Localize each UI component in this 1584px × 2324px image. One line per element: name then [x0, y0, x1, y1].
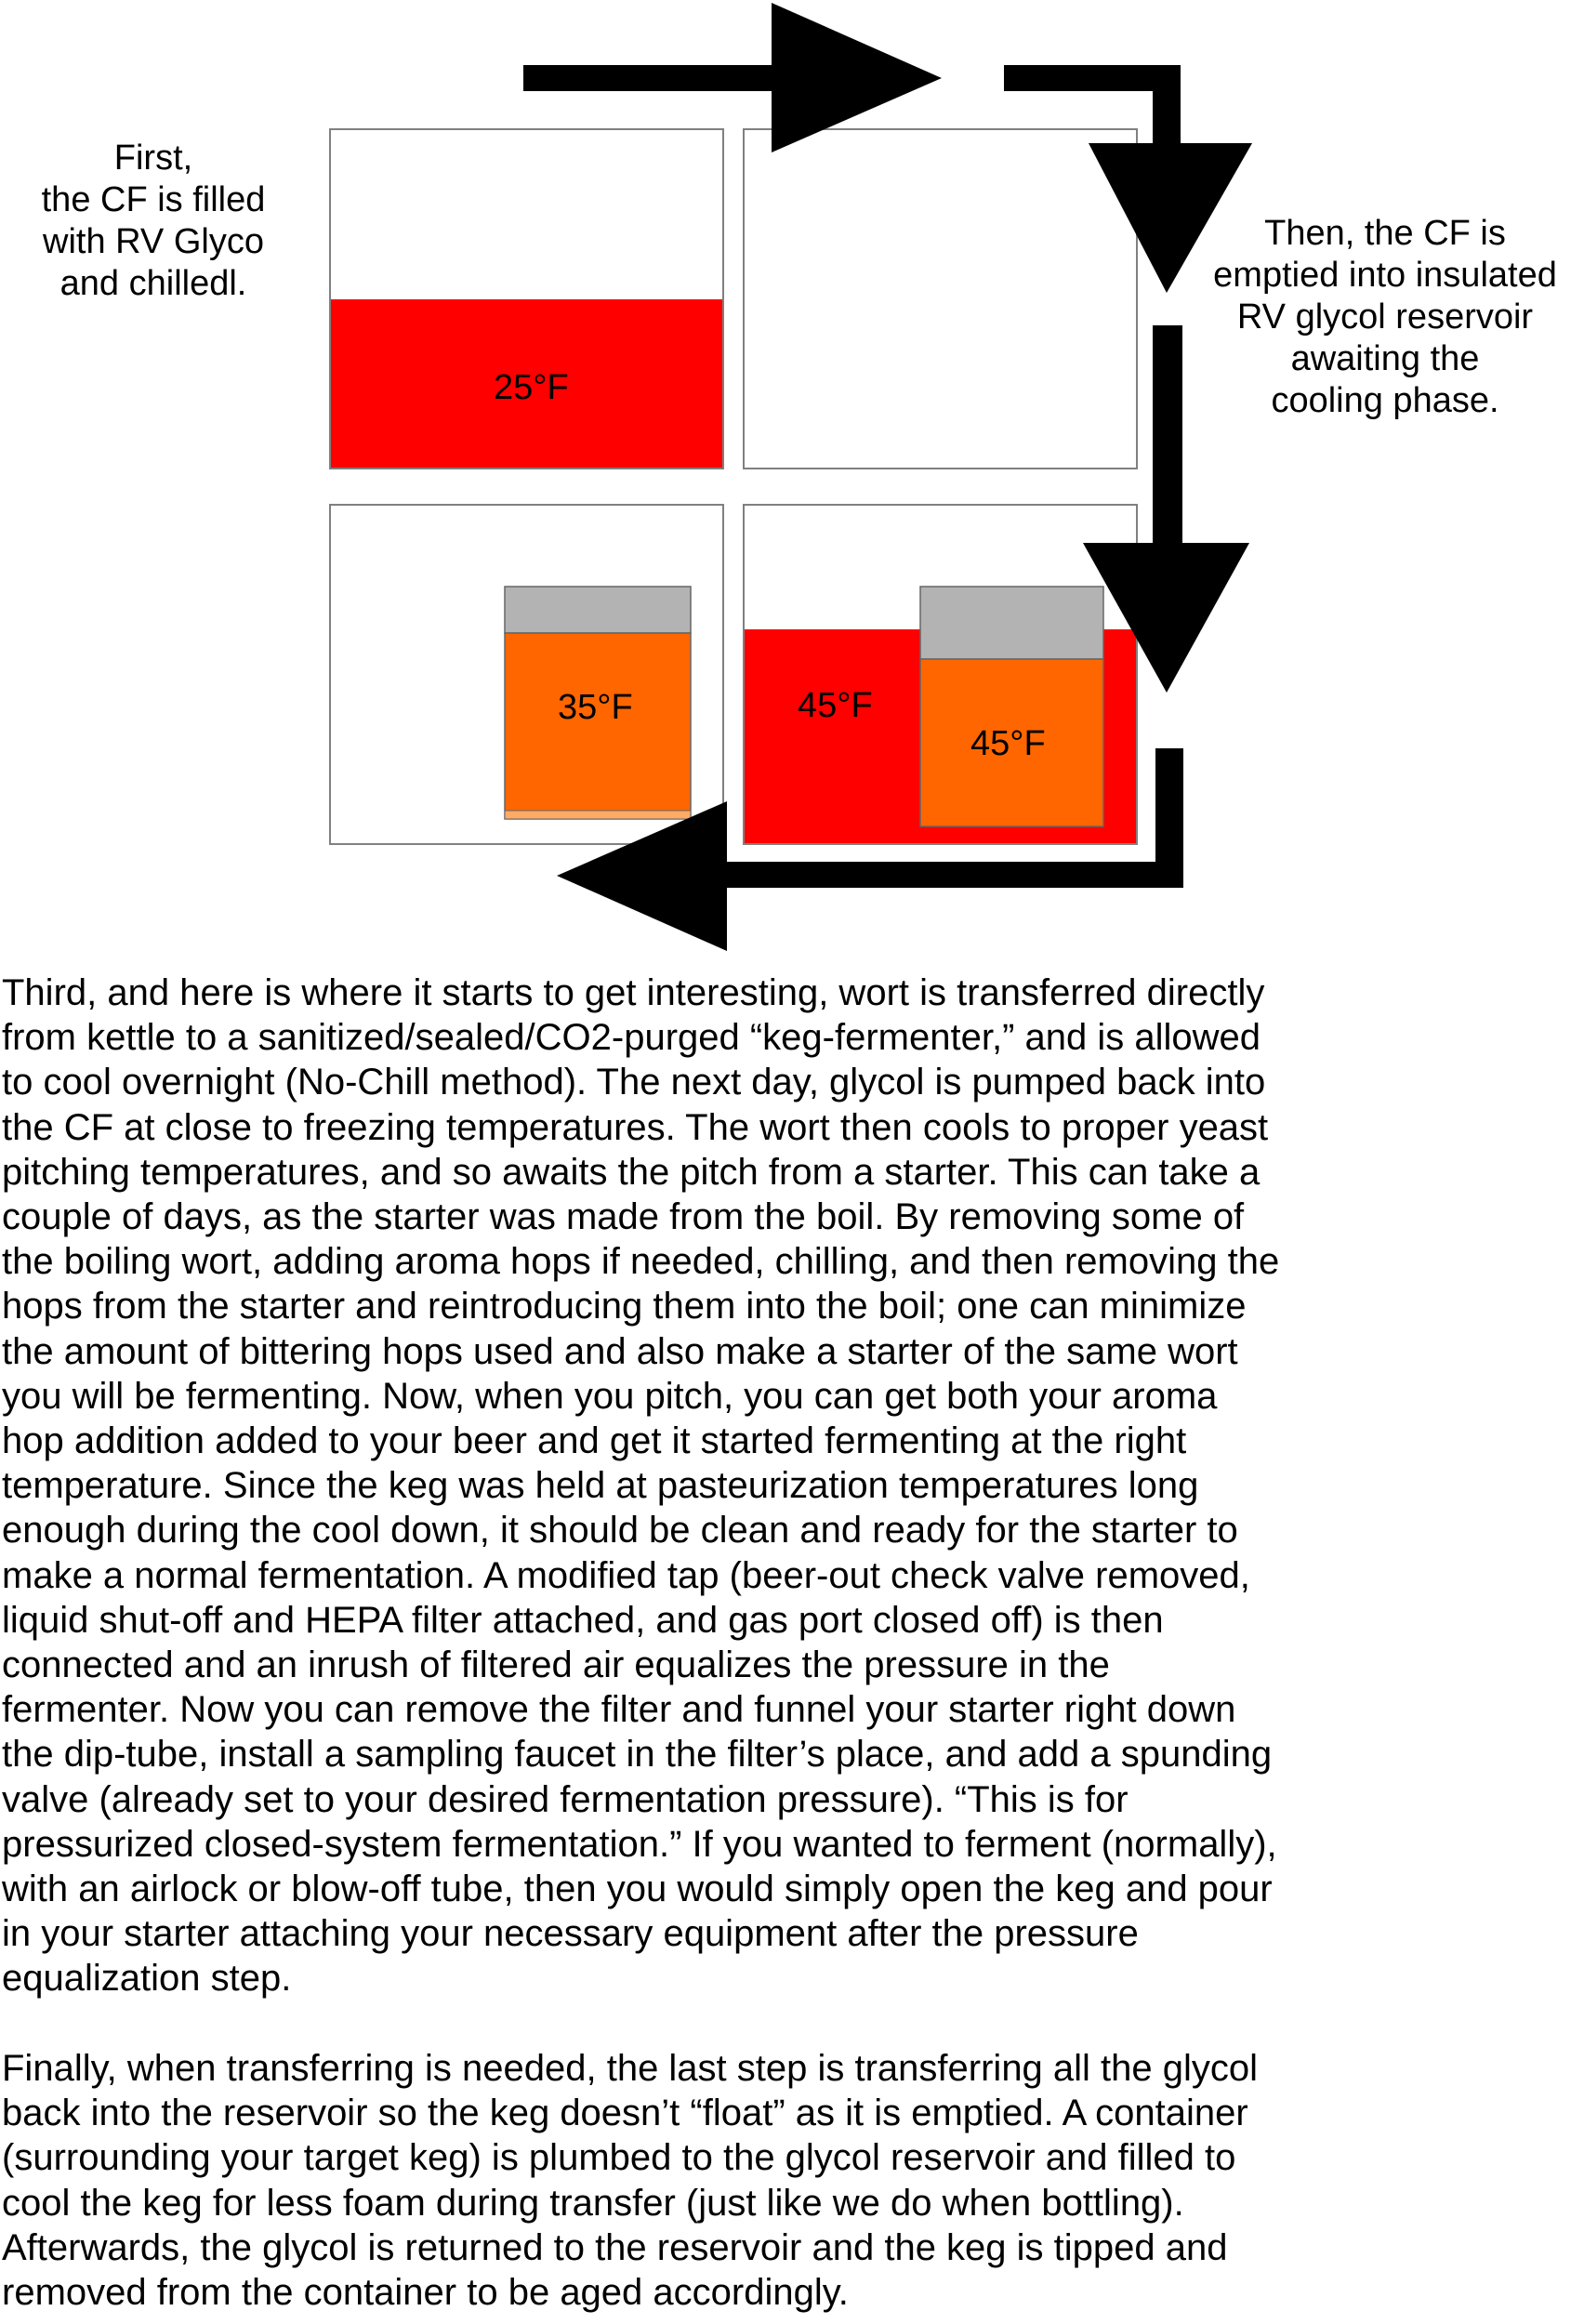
text-line: removed from the container to be aged ac…: [2, 2272, 849, 2314]
arrow-down-icon: [1083, 325, 1249, 693]
keg-bottom: [504, 810, 692, 820]
text-line: Afterwards, the glycol is returned to th…: [2, 2226, 1228, 2268]
text-line: from kettle to a sanitized/sealed/CO2-pu…: [2, 1017, 1261, 1059]
caption-line: Then, the CF is: [1264, 214, 1506, 253]
panel-3-keg-cooling: [329, 504, 724, 845]
text-line: Finally, when transferring is needed, th…: [2, 2048, 1259, 2089]
text-line: the CF at close to freezing temperatures…: [2, 1106, 1269, 1148]
text-line: the dip-tube, install a sampling faucet …: [2, 1734, 1273, 1776]
text-line: liquid shut-off and HEPA filter attached…: [2, 1599, 1164, 1641]
caption-line: the CF is filled: [41, 180, 266, 219]
third-step-paragraph: Third, and here is where it starts to ge…: [2, 971, 1279, 2001]
keg-head: [919, 586, 1104, 660]
text-line: to cool overnight (No-Chill method). The…: [2, 1062, 1266, 1103]
text-line: pitching temperatures, and so awaits the…: [2, 1151, 1261, 1193]
text-line: fermenter. Now you can remove the filter…: [2, 1689, 1236, 1731]
text-line: temperature. Since the keg was held at p…: [2, 1465, 1199, 1507]
panel-1-temperature: 25°F: [494, 368, 569, 407]
arrow-down-icon: [1004, 65, 1252, 293]
arrow-right-icon: [523, 3, 942, 152]
text-line: with an airlock or blow-off tube, then y…: [2, 1868, 1273, 1910]
text-line: equalization step.: [2, 1958, 292, 2000]
text-line: pressurized closed-system fermentation.”…: [2, 1823, 1277, 1865]
text-line: the amount of bittering hops used and al…: [2, 1330, 1238, 1372]
panel-4-keg-in-glycol-bath: [743, 504, 1138, 845]
text-line: back into the reservoir so the keg doesn…: [2, 2093, 1248, 2134]
panel-1-cf-filled: [329, 128, 724, 469]
panel-3-keg-temperature: 35°F: [558, 688, 633, 727]
panel-4-bath-temperature: 45°F: [798, 686, 873, 725]
text-line: in your starter attaching your necessary…: [2, 1913, 1139, 1955]
panel-4-keg-temperature: 45°F: [970, 724, 1046, 763]
text-line: couple of days, as the starter was made …: [2, 1196, 1245, 1238]
text-line: cool the keg for less foam during transf…: [2, 2182, 1184, 2224]
text-line: (surrounding your target keg) is plumbed…: [2, 2137, 1236, 2179]
arrow-left-icon: [557, 748, 1183, 951]
text-line: Third, and here is where it starts to ge…: [2, 972, 1265, 1013]
text-line: make a normal fermentation. A modified t…: [2, 1554, 1250, 1596]
final-step-paragraph: Finally, when transferring is needed, th…: [2, 2046, 1258, 2315]
caption-line: awaiting the: [1290, 339, 1480, 378]
step-1-caption: First, the CF is filled with RV Glyco an…: [0, 138, 307, 305]
keg-head: [504, 586, 692, 634]
caption-line: and chilledl.: [59, 264, 247, 303]
caption-line: with RV Glyco: [43, 222, 264, 261]
text-line: connected and an inrush of filtered air …: [2, 1644, 1110, 1686]
caption-line: RV glycol reservoir: [1236, 297, 1534, 337]
text-line: valve (already set to your desired ferme…: [2, 1778, 1129, 1820]
step-2-caption: Then, the CF is emptied into insulated R…: [1186, 213, 1584, 422]
text-line: you will be fermenting. Now, when you pi…: [2, 1375, 1218, 1417]
glycol-fill: [331, 299, 722, 468]
text-line: enough during the cool down, it should b…: [2, 1510, 1238, 1552]
text-line: the boiling wort, adding aroma hops if n…: [2, 1241, 1280, 1283]
caption-line: First,: [113, 139, 193, 178]
caption-line: cooling phase.: [1271, 381, 1499, 420]
caption-line: emptied into insulated: [1213, 256, 1557, 295]
text-line: hops from the starter and reintroducing …: [2, 1286, 1247, 1327]
text-line: hop addition added to your beer and get …: [2, 1420, 1187, 1462]
keg-body: [919, 658, 1104, 827]
process-diagram: [329, 3, 1252, 951]
panel-2-cf-empty: [743, 128, 1138, 469]
